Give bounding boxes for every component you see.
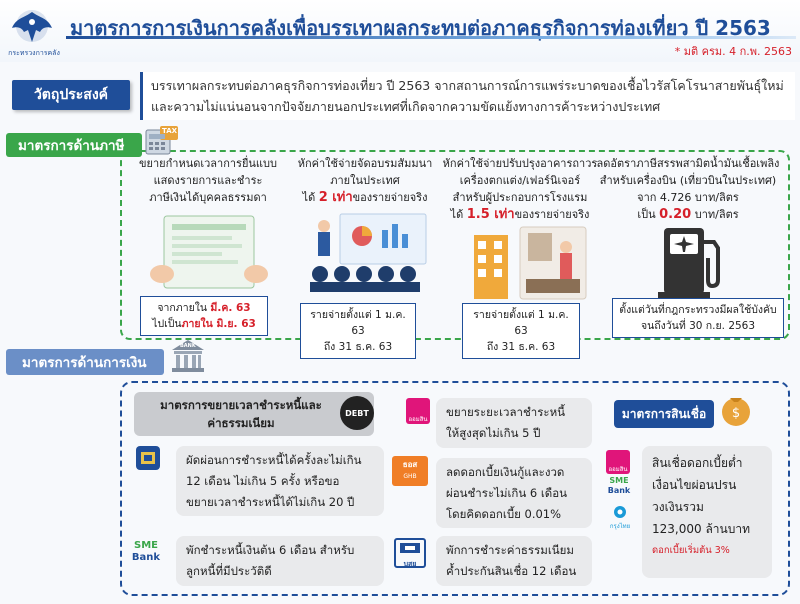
objective-line-2: และความไม่แน่นอนจากปัจจัยภายนอกประเทศที่… — [151, 99, 661, 114]
credit-measure-details: สินเชื่อดอกเบี้ยต่ำ เงื่อนไขผ่อนปรน วงเง… — [642, 446, 772, 578]
ghb-logo-icon: ธอส GHB — [392, 456, 428, 486]
sme-bank-logo-icon-2: SME Bank — [607, 476, 631, 495]
title-underline — [66, 36, 796, 39]
tax4-line2: สำหรับเครื่องบิน (เที่ยวบินในประเทศ) — [599, 174, 777, 187]
tax4-line3: จาก 4.726 บาท/ลิตร — [637, 191, 739, 204]
tax1-line1: ขยายกำหนดเวลาการยื่นแบบ — [139, 157, 277, 170]
debt-item-reschedule: ผัดผ่อนการชำระหนี้ได้ครั้งละไม่เกิน 12 เ… — [176, 446, 384, 516]
svg-text:$: $ — [732, 406, 740, 421]
debt-item-guarantee-fee: พักการชำระค่าธรรมเนียม ค้ำประกันสินเชื่อ… — [436, 536, 592, 586]
debt-item-extend-5-years: ขยายระยะเวลาชำระหนี้ ให้สูงสุดไม่เกิน 5 … — [436, 398, 592, 448]
tax3-line2: เครื่องตกแต่ง/เฟอร์นิเจอร์ — [459, 174, 581, 187]
finance-measures-box — [120, 381, 790, 596]
tcg-logo-icon: บสย — [394, 538, 426, 568]
page-title: มาตรการการเงินการคลังเพื่อบรรเทาผลกระทบต… — [70, 16, 771, 40]
tax4-line1: ลดอัตราภาษีสรรพสามิตน้ำมันเชื้อเพลิง — [596, 157, 780, 170]
ministry-logo: กระทรวงการคลัง — [6, 8, 60, 57]
tax1-date-note: จากภายใน มี.ค. 63 ไปเป็นภายใน มิ.ย. 63 — [140, 296, 268, 336]
tax4-date-note: ตั้งแต่วันที่กฎกระทรวงมีผลใช้บังคับ จนถึ… — [612, 298, 784, 338]
tax3-line1: หักค่าใช้จ่ายปรับปรุงอาคารถาวร — [442, 157, 598, 170]
tax-measure-seminar-deduction: หักค่าใช้จ่ายจัดอบรมสัมมนา ภายในประเทศ ไ… — [290, 155, 440, 206]
bank-icon-text: BANK — [180, 343, 196, 349]
mof-bank-logo-icon — [136, 446, 160, 470]
tax-measure-hotel-renovation: หักค่าใช้จ่ายปรับปรุงอาคารถาวร เครื่องตก… — [440, 155, 600, 223]
bank-icon: BANK — [168, 338, 208, 374]
tax-icon-text: TAX — [162, 127, 178, 135]
objective-text: บรรเทาผลกระทบต่อภาคธุรกิจการท่องเที่ยว ป… — [140, 72, 795, 120]
tax-calculator-icon: TAX — [144, 124, 180, 156]
objective-line-1: บรรเทาผลกระทบต่อภาคธุรกิจการท่องเที่ยว ป… — [151, 78, 784, 93]
credit-measures-label: มาตรการสินเชื่อ — [614, 400, 714, 428]
tax-section-label: มาตรการด้านภาษี — [6, 133, 142, 157]
garuda-emblem-icon — [12, 10, 52, 42]
tax-measures-box — [120, 150, 790, 340]
tax3-date-note: รายจ่ายตั้งแต่ 1 ม.ค. 63 ถึง 31 ธ.ค. 63 — [462, 303, 580, 359]
hotel-renovation-illustration-icon — [474, 226, 587, 300]
objective-label: วัตถุประสงค์ — [12, 80, 130, 110]
tax-measure-jet-fuel: ลดอัตราภาษีสรรพสามิตน้ำมันเชื้อเพลิง สำห… — [588, 155, 788, 223]
header-band — [0, 0, 800, 62]
fuel-pump-airplane-icon — [658, 228, 720, 298]
ktb-logo-icon: กรุงไทย — [606, 504, 634, 530]
debt-item-principal-holiday: พักชำระหนี้เงินต้น 6 เดือน สำหรับ ลูกหนี… — [176, 536, 384, 586]
gsb-logo-icon-2: ออมสิน — [606, 450, 630, 474]
logo-text: กระทรวงการคลัง — [8, 49, 60, 57]
gsb-logo-icon: ออมสิน — [406, 398, 430, 424]
tax2-line2: ภายในประเทศ — [330, 174, 400, 187]
tax1-line2: แสดงรายการและชำระ — [153, 174, 263, 187]
sme-bank-logo-icon: SME Bank — [131, 540, 161, 563]
money-bag-icon: $ — [716, 388, 756, 428]
debt-item-interest-cut: ลดดอกเบี้ยเงินกู้และงวด ผ่อนชำระไม่เกิน … — [436, 458, 592, 528]
tax-form-illustration-icon — [150, 215, 268, 289]
date-note: * มติ ครม. 4 ก.พ. 2563 — [674, 45, 792, 58]
tax3-line3: สำหรับผู้ประกอบการโรงแรม — [452, 191, 588, 204]
tax-measure-filing-extension: ขยายกำหนดเวลาการยื่นแบบ แสดงรายการและชำร… — [128, 155, 288, 206]
debt-icon: DEBT — [340, 396, 374, 430]
finance-section-label: มาตรการด้านการเงิน — [6, 349, 164, 375]
debt-extension-header: มาตรการขยายเวลาชำระหนี้และ ค่าธรรมเนียม — [134, 392, 374, 436]
tax1-line3: ภาษีเงินได้บุคคลธรรมดา — [149, 191, 267, 204]
tax2-date-note: รายจ่ายตั้งแต่ 1 ม.ค. 63 ถึง 31 ธ.ค. 63 — [300, 303, 416, 359]
seminar-illustration-icon — [310, 213, 427, 292]
tax2-line1: หักค่าใช้จ่ายจัดอบรมสัมมนา — [297, 157, 433, 170]
